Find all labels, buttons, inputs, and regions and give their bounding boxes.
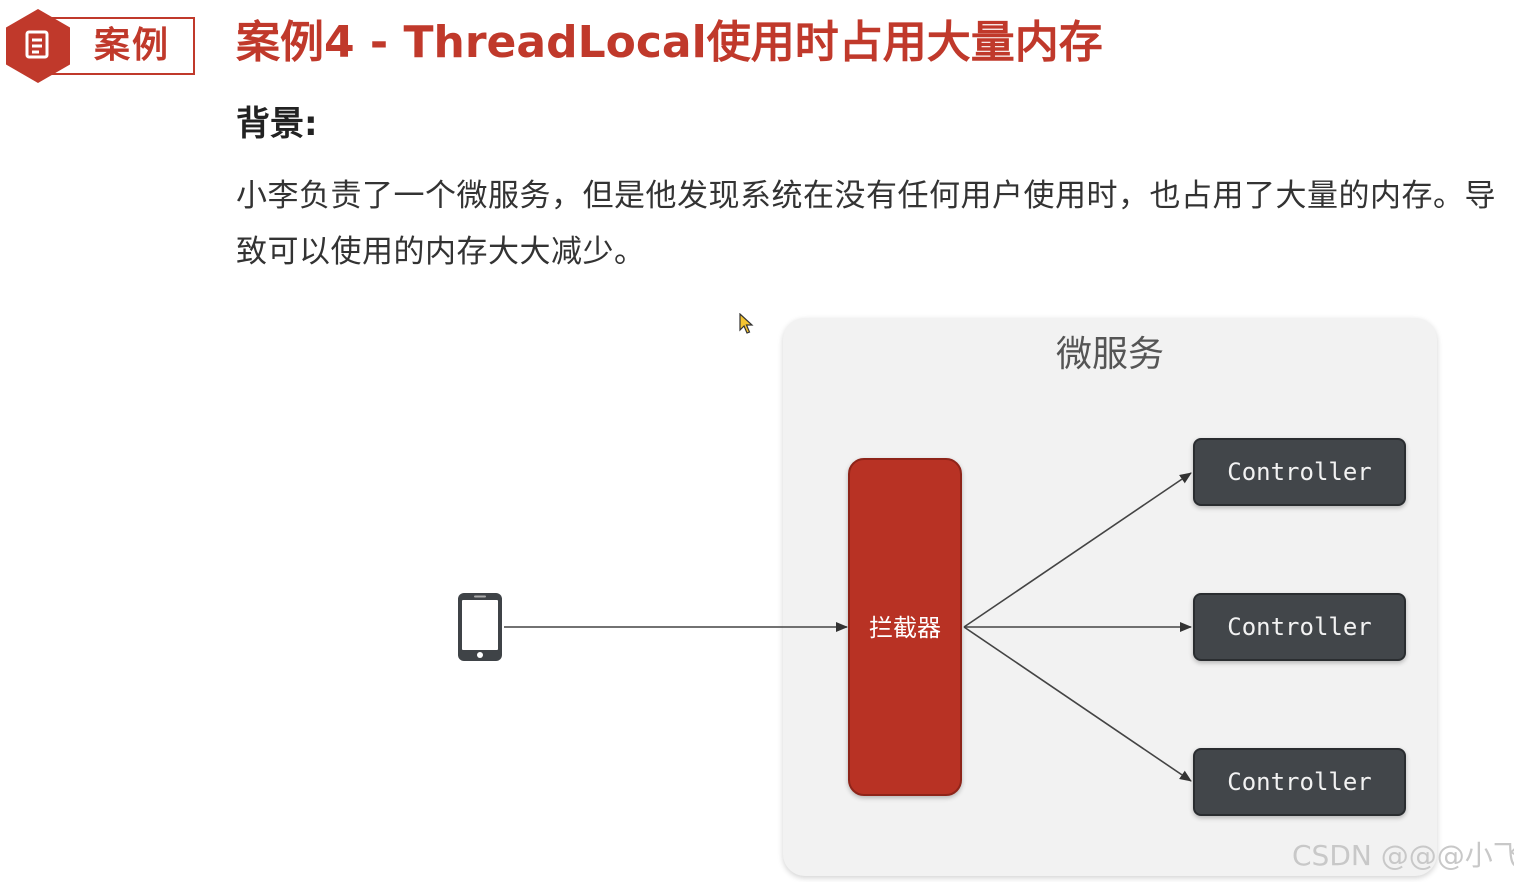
mobile-phone-icon	[458, 593, 502, 661]
watermark: CSDN @@@小飞	[1292, 839, 1514, 872]
interceptor-label: 拦截器	[869, 614, 941, 642]
mouse-cursor-icon	[739, 313, 754, 334]
microservice-title: 微服务	[1055, 334, 1164, 375]
section-heading: 背景:	[236, 104, 318, 144]
controller-box-3: Controller	[1193, 748, 1406, 816]
document-icon	[25, 30, 49, 59]
badge-label: 案例	[94, 25, 171, 66]
page-title: 案例4 - ThreadLocal使用时占用大量内存	[236, 17, 1103, 68]
controller-box-2: Controller	[1193, 593, 1406, 661]
background-paragraph: 小李负责了一个微服务，但是他发现系统在没有任何用户使用时，也占用了大量的内存。导…	[236, 178, 1496, 270]
controller-box-1: Controller	[1193, 438, 1406, 506]
interceptor-block	[848, 458, 962, 796]
